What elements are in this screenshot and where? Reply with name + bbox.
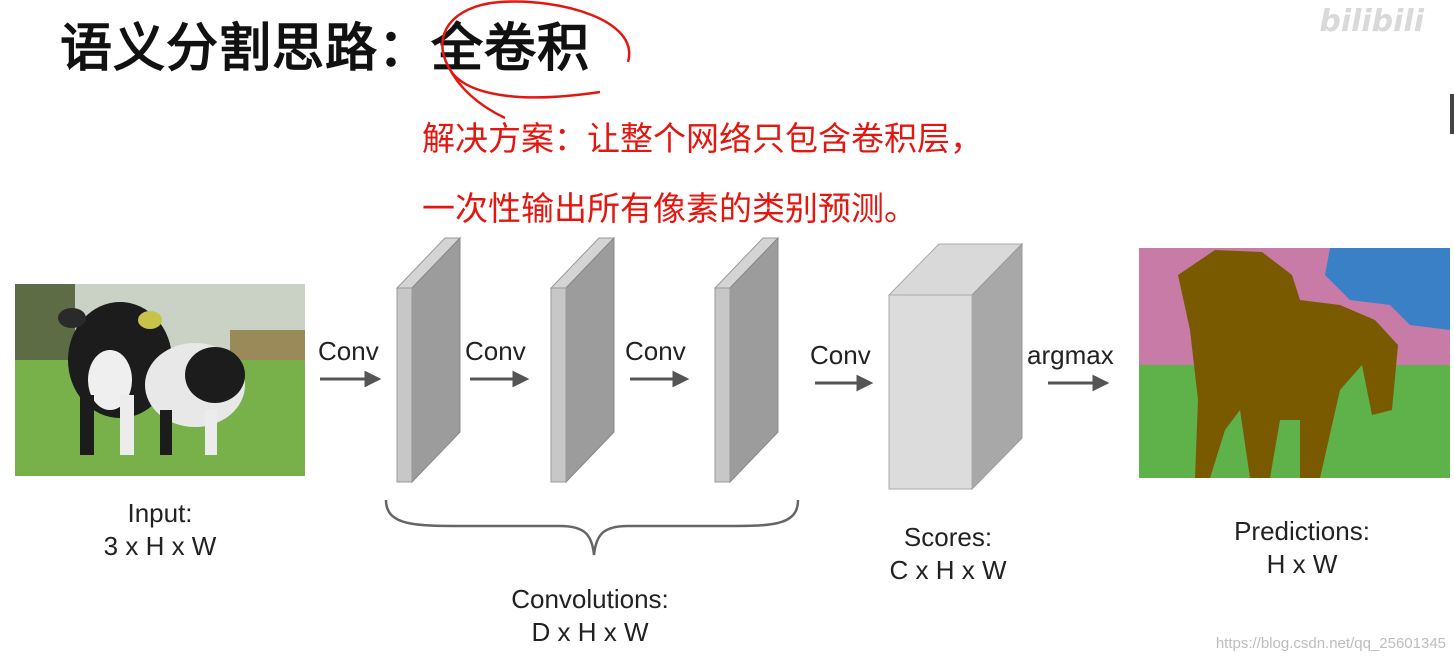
arrows: [320, 370, 1110, 392]
op-label-conv-3: Conv: [625, 336, 686, 366]
convolutions-brace: [384, 499, 800, 556]
scores-label: Scores: C x H x W: [848, 521, 1048, 587]
op-label-argmax: argmax: [1027, 340, 1114, 370]
scores-block: [887, 242, 1024, 491]
op-label-conv-4: Conv: [810, 340, 871, 370]
predictions-image: [1139, 248, 1450, 478]
predictions-label-dims: H x W: [1266, 549, 1338, 579]
convolutions-label: Convolutions: D x H x W: [490, 583, 690, 649]
convolutions-label-title: Convolutions:: [511, 584, 669, 614]
conv-slab-2: [549, 236, 616, 484]
op-label-conv-1: Conv: [318, 336, 379, 366]
op-label-conv-2: Conv: [465, 336, 526, 366]
conv-slab-3: [713, 236, 780, 484]
csdn-watermark: https://blog.csdn.net/qq_25601345: [1215, 635, 1446, 652]
slide-title: 语义分割思路：全卷积: [60, 19, 591, 79]
scores-label-title: Scores:: [903, 522, 993, 552]
scores-label-dims: C x H x W: [889, 555, 1007, 585]
predictions-label: Predictions: H x W: [1202, 515, 1402, 581]
edge-scroll-tab[interactable]: [1450, 94, 1454, 134]
input-label-dims: 3 x H x W: [103, 531, 217, 561]
input-label-title: Input:: [127, 498, 193, 528]
highlight-circle: [441, 0, 631, 120]
input-label: Input: 3 x H x W: [60, 497, 260, 563]
solution-line-2: 一次性输出所有像素的类别预测。: [422, 189, 917, 228]
predictions-label-title: Predictions:: [1234, 516, 1370, 546]
solution-line-1: 解决方案：让整个网络只包含卷积层，: [422, 119, 983, 158]
convolutions-label-dims: D x H x W: [531, 617, 649, 647]
input-image: [15, 284, 305, 476]
bilibili-watermark: bilibili: [1319, 4, 1424, 39]
conv-slab-1: [395, 236, 462, 484]
